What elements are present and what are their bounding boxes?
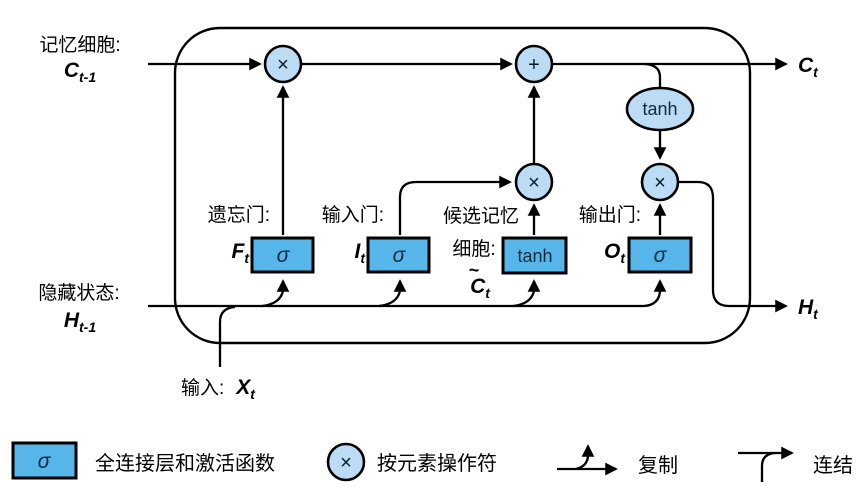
legend-fc-symbol: σ — [38, 450, 52, 473]
legend-op-label: 按元素操作符 — [377, 452, 497, 475]
legend-concat-icon-branch — [760, 451, 776, 482]
branch-to-forget — [261, 279, 290, 308]
hidden-line-out — [679, 180, 788, 313]
operator-nodes: × + × × tanh — [263, 44, 695, 202]
legend-fc-box — [11, 441, 78, 480]
forget-gate-var: Ft — [232, 240, 251, 266]
io-labels: 记忆细胞: Ct-1 隐藏状态: Ht-1 输入:Xt Ct Ht — [38, 34, 819, 402]
candidate-label-line1: 候选记忆 — [443, 205, 519, 227]
hidden-state-var: Ht-1 — [64, 309, 96, 335]
legend-copy-icon-branch — [575, 444, 595, 471]
candidate-label-line2: 细胞: — [452, 238, 495, 260]
legend-concat-label: 连结 — [813, 454, 853, 477]
multiply-node-input — [514, 162, 554, 202]
candidate-var-tilde: ~ — [469, 260, 480, 280]
multiply-symbol: × — [654, 172, 666, 194]
hidden-state-label: 隐藏状态: — [38, 282, 119, 304]
multiply-node-output — [640, 162, 680, 202]
hidden-out-var: Ht — [798, 296, 819, 322]
tanh-ellipse-node — [625, 86, 695, 132]
memory-out-var: Ct — [798, 54, 819, 80]
legend-op-symbol: × — [340, 452, 352, 474]
output-gate-var: Ot — [604, 240, 626, 266]
input-x-label: 输入:Xt — [181, 376, 256, 402]
gate-boxes: σ σ tanh σ — [250, 236, 693, 275]
add-node — [514, 44, 554, 84]
legend-copy-label: 复制 — [638, 454, 678, 477]
multiply-node-forget — [263, 44, 303, 84]
input-gate-box — [366, 236, 431, 274]
tanh-branch-line — [644, 62, 662, 87]
branch-to-candidate — [512, 279, 541, 308]
add-symbol: + — [528, 54, 540, 76]
candidate-box — [501, 236, 568, 275]
candidate-op: tanh — [517, 246, 552, 266]
forget-gate-op: σ — [277, 244, 291, 267]
memory-cell-label: 记忆细胞: — [39, 34, 120, 56]
legend-op-circle — [326, 442, 366, 482]
legend-fc-label: 全连接层和激活函数 — [95, 452, 275, 475]
output-gate-label: 输出门: — [579, 204, 641, 226]
memory-cell-var: Ct-1 — [64, 59, 96, 85]
candidate-var: Ct — [470, 275, 491, 301]
input-gate-var: It — [354, 240, 366, 266]
input-gate-op: σ — [393, 244, 407, 267]
output-gate-op: σ — [654, 244, 668, 267]
multiply-symbol: × — [528, 172, 540, 194]
hidden-line-main — [148, 279, 667, 308]
lstm-cell-boundary — [173, 26, 752, 345]
connectors — [148, 57, 788, 367]
input-gate-up-line — [398, 175, 512, 235]
tanh-symbol: tanh — [642, 99, 677, 119]
legend: σ 全连接层和激活函数 × 按元素操作符 复制 连结 — [11, 441, 853, 482]
forget-gate-label: 遗忘门: — [208, 204, 270, 226]
input-gate-label: 输入门: — [322, 204, 384, 226]
input-x-line — [218, 305, 236, 367]
output-gate-box — [627, 236, 693, 274]
multiply-symbol: × — [277, 54, 289, 76]
gate-labels: 遗忘门: Ft 输入门: It 候选记忆 细胞: ~ Ct 输出门: Ot — [208, 204, 641, 301]
forget-gate-box — [250, 236, 315, 274]
branch-to-input — [378, 279, 407, 308]
